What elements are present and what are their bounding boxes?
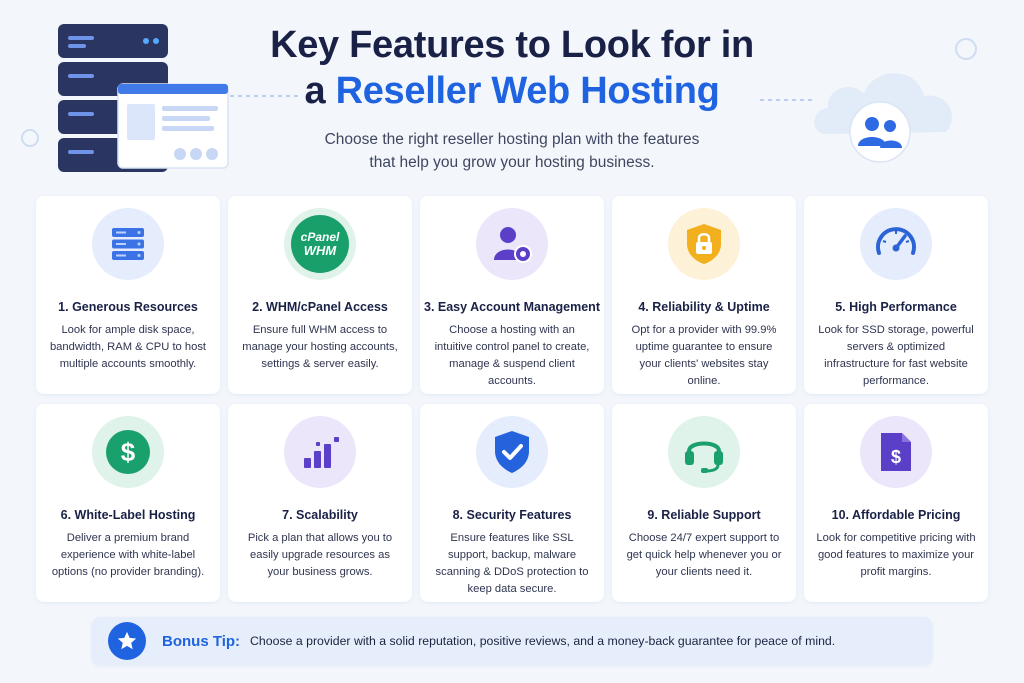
feature-card-account-management: 3. Easy Account Management Choose a host…	[420, 196, 604, 394]
feature-description: Opt for a provider with 99.9% uptime gua…	[631, 324, 777, 387]
shield-check-icon	[476, 416, 548, 488]
page-title: Key Features to Look for in a Reseller W…	[180, 22, 844, 114]
feature-title: 4. Reliability & Uptime	[638, 300, 770, 314]
dollar-icon: $	[92, 416, 164, 488]
feature-title: 10. Affordable Pricing	[831, 508, 961, 522]
feature-title: 5. High Performance	[835, 300, 957, 314]
svg-text:$: $	[121, 437, 136, 467]
shield-lock-icon	[668, 208, 740, 280]
feature-description: Choose 24/7 expert support to get quick …	[626, 532, 782, 578]
feature-card-security: 8. Security Features Ensure features lik…	[420, 404, 604, 602]
bonus-tip-label: Bonus Tip:	[162, 632, 241, 650]
feature-title: 7. Scalability	[282, 508, 358, 522]
star-icon	[108, 622, 146, 660]
feature-title: 9. Reliable Support	[647, 508, 761, 522]
bonus-tip-text: Choose a provider with a solid reputatio…	[250, 634, 836, 648]
feature-title: 3. Easy Account Management	[424, 300, 600, 314]
page-subtitle: Choose the right reseller hosting plan w…	[262, 128, 762, 174]
user-gear-icon	[476, 208, 548, 280]
feature-card-affordable-pricing: $ 10. Affordable Pricing Look for compet…	[804, 404, 988, 602]
title-line-2-prefix: a	[304, 70, 326, 112]
feature-description: Deliver a premium brand experience with …	[51, 532, 205, 578]
feature-card-reliability: 4. Reliability & Uptime Opt for a provid…	[612, 196, 796, 394]
feature-title: 2. WHM/cPanel Access	[252, 300, 388, 314]
whm-logo-text: WHM	[304, 243, 338, 258]
feature-description: Look for ample disk space, bandwidth, RA…	[49, 324, 207, 370]
feature-card-generous-resources: 1. Generous Resources Look for ample dis…	[36, 196, 220, 394]
bar-chart-icon	[284, 416, 356, 488]
cpanel-logo-text: cPanel	[301, 230, 340, 244]
subtitle-line-1: Choose the right reseller hosting plan w…	[324, 131, 700, 148]
feature-card-high-performance: 5. High Performance Look for SSD storage…	[804, 196, 988, 394]
feature-description: Look for SSD storage, powerful servers &…	[818, 324, 974, 387]
feature-title: 6. White-Label Hosting	[60, 508, 196, 522]
feature-card-whm-cpanel: cPanel WHM 2. WHM/cPanel Access Ensure f…	[228, 196, 412, 394]
feature-card-white-label: $ 6. White-Label Hosting Deliver a premi…	[36, 404, 220, 602]
feature-description: Pick a plan that allows you to easily up…	[247, 532, 393, 578]
cloud-users-illustration	[814, 73, 952, 163]
svg-text:$: $	[891, 447, 901, 467]
feature-description: Choose a hosting with an intuitive contr…	[434, 324, 590, 387]
feature-card-reliable-support: 9. Reliable Support Choose 24/7 expert s…	[612, 404, 796, 602]
feature-card-scalability: 7. Scalability Pick a plan that allows y…	[228, 404, 412, 602]
title-line-2-accent: Reseller Web Hosting	[335, 70, 720, 112]
title-line-1: Key Features to Look for in	[270, 24, 754, 66]
cpanel-whm-logo: cPanel WHM	[284, 208, 356, 280]
speedometer-icon	[860, 208, 932, 280]
feature-grid: 1. Generous Resources Look for ample dis…	[36, 196, 988, 602]
bonus-tip-banner: Bonus Tip: Choose a provider with a soli…	[92, 617, 932, 665]
feature-description: Look for competitive pricing with good f…	[816, 532, 976, 578]
feature-title: 1. Generous Resources	[58, 300, 198, 314]
feature-description: Ensure features like SSL support, backup…	[435, 532, 589, 595]
feature-title: 8. Security Features	[452, 508, 572, 522]
feature-description: Ensure full WHM access to manage your ho…	[242, 324, 398, 370]
headset-icon	[668, 416, 740, 488]
subtitle-line-2: that help you grow your hosting business…	[369, 154, 655, 171]
price-document-icon: $	[860, 416, 932, 488]
server-illustration	[58, 24, 229, 172]
server-icon	[92, 208, 164, 280]
